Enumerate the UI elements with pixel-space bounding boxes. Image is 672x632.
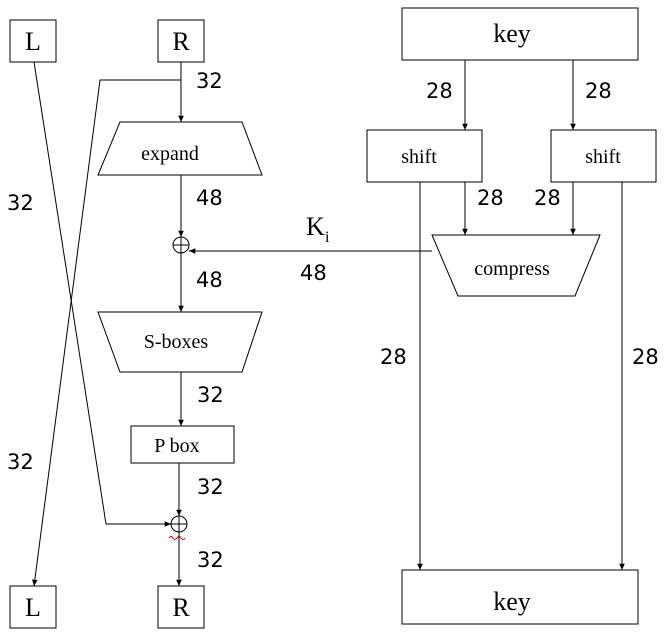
l-output-box: L	[9, 585, 57, 629]
key-output-box: key	[401, 569, 639, 625]
spellcheck-squiggle	[168, 536, 186, 540]
bits-r-out: 32	[197, 548, 224, 572]
bits-l-cross-top: 32	[7, 191, 34, 215]
r-input-label: R	[172, 27, 190, 56]
bits-key-left: 28	[426, 79, 453, 103]
bits-subkey: 48	[300, 261, 327, 285]
arrow-l-to-xor	[33, 61, 171, 527]
compress-block: compress	[431, 234, 601, 297]
xor-top-icon	[172, 236, 190, 254]
bits-left-half-down: 28	[380, 345, 407, 369]
r-output-label: R	[172, 593, 190, 622]
shift-right-block: shift	[550, 129, 657, 183]
r-input-box: R	[157, 19, 205, 63]
bits-xor-out: 48	[196, 268, 223, 292]
key-input-label: key	[493, 19, 531, 48]
bits-key-right: 28	[585, 79, 612, 103]
bits-right-half-down: 28	[632, 345, 659, 369]
l-output-label: L	[25, 593, 41, 622]
l-input-box: L	[9, 19, 57, 63]
shift-left-label: shift	[401, 146, 437, 168]
l-input-label: L	[25, 27, 41, 56]
bits-sbox-out: 32	[197, 383, 224, 407]
shift-left-block: shift	[366, 129, 483, 183]
subkey-label: K i	[306, 212, 330, 246]
expand-block: expand	[97, 121, 263, 176]
subkey-sub: i	[325, 229, 330, 246]
xor-bottom-icon	[170, 515, 188, 533]
key-input-box: key	[401, 7, 639, 61]
subkey-base: K	[306, 212, 325, 241]
bits-l-cross-bottom: 32	[7, 450, 34, 474]
pbox-block: P box	[130, 425, 235, 464]
arrow-r-to-l-out	[32, 79, 181, 587]
shift-right-label: shift	[585, 146, 621, 168]
bits-shift-left-down: 28	[477, 186, 504, 210]
sboxes-block: S-boxes	[97, 311, 263, 373]
pbox-label: P box	[154, 435, 199, 457]
r-output-box: R	[157, 585, 205, 629]
bits-pbox-out: 32	[197, 475, 224, 499]
sboxes-label: S-boxes	[144, 331, 209, 353]
key-output-label: key	[493, 587, 531, 616]
bits-expand-out: 48	[196, 186, 223, 210]
expand-label: expand	[141, 143, 199, 165]
bits-r-in: 32	[196, 69, 223, 93]
compress-label: compress	[474, 258, 550, 280]
bits-shift-right-down: 28	[534, 186, 561, 210]
